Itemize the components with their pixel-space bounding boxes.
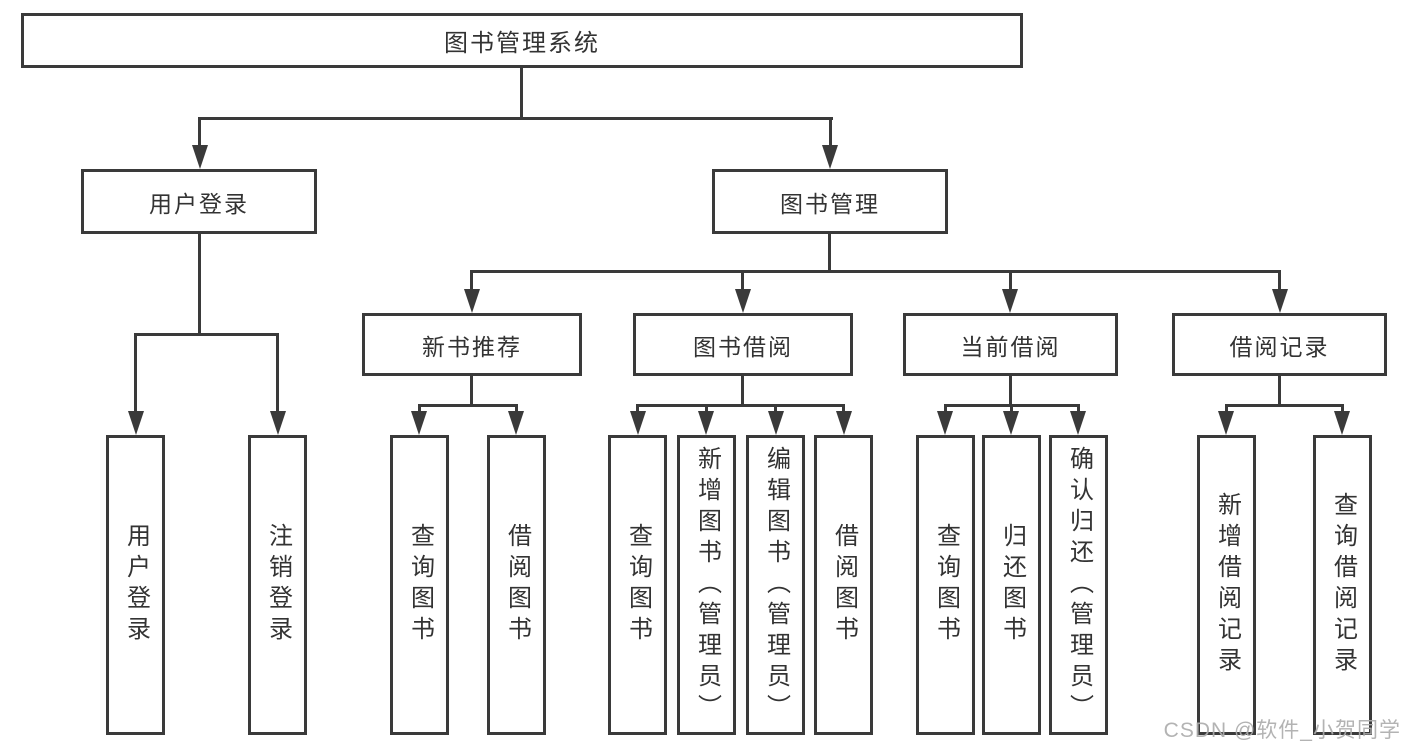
connector-line — [1077, 404, 1080, 413]
arrow-down-icon — [630, 411, 646, 435]
node-book-borrow: 图书借阅 — [633, 313, 853, 376]
arrow-down-icon — [1218, 411, 1234, 435]
connector-line — [134, 333, 137, 413]
leaf-edit-book-admin: 编辑图书（管理员） — [746, 435, 805, 735]
arrow-down-icon — [735, 289, 751, 313]
connector-line — [636, 404, 845, 407]
leaf-query-borrow-record: 查询借阅记录 — [1313, 435, 1372, 735]
connector-line — [1225, 404, 1228, 413]
arrow-down-icon — [1002, 289, 1018, 313]
leaf-borrow-books: 借阅图书 — [814, 435, 873, 735]
connector-line — [1009, 376, 1012, 407]
connector-line — [842, 404, 845, 413]
connector-line — [198, 234, 201, 336]
leaf-query-books-borrow: 查询图书 — [608, 435, 667, 735]
arrow-down-icon — [768, 411, 784, 435]
arrow-down-icon — [1334, 411, 1350, 435]
leaf-add-book-admin: 新增图书（管理员） — [677, 435, 736, 735]
connector-line — [470, 270, 473, 290]
connector-line — [1225, 404, 1344, 407]
arrow-down-icon — [698, 411, 714, 435]
connector-line — [515, 404, 518, 413]
leaf-logout: 注销登录 — [248, 435, 307, 735]
leaf-query-books-recommend: 查询图书 — [390, 435, 449, 735]
connector-line — [198, 117, 833, 120]
leaf-borrow-books-recommend: 借阅图书 — [487, 435, 546, 735]
node-library-system: 图书管理系统 — [21, 13, 1023, 68]
arrow-down-icon — [937, 411, 953, 435]
node-current-borrow: 当前借阅 — [903, 313, 1118, 376]
connector-line — [1009, 270, 1012, 290]
arrow-down-icon — [1003, 411, 1019, 435]
node-book-management: 图书管理 — [712, 169, 948, 234]
arrow-down-icon — [822, 145, 838, 169]
node-borrow-records: 借阅记录 — [1172, 313, 1387, 376]
arrow-down-icon — [836, 411, 852, 435]
connector-line — [828, 234, 831, 273]
connector-line — [1341, 404, 1344, 413]
arrow-down-icon — [270, 411, 286, 435]
connector-line — [741, 270, 744, 290]
node-user-login-module: 用户登录 — [81, 169, 317, 234]
arrow-down-icon — [192, 145, 208, 169]
connector-line — [276, 333, 279, 413]
connector-line — [470, 270, 1281, 273]
connector-line — [520, 68, 523, 119]
connector-line — [829, 117, 832, 148]
connector-line — [198, 117, 201, 148]
arrow-down-icon — [508, 411, 524, 435]
connector-line — [470, 376, 473, 407]
leaf-query-books-current: 查询图书 — [916, 435, 975, 735]
connector-line — [705, 404, 708, 413]
csdn-watermark: CSDN @软件_小贺同学 — [1163, 719, 1401, 742]
arrow-down-icon — [128, 411, 144, 435]
arrow-down-icon — [464, 289, 480, 313]
connector-line — [1278, 376, 1281, 407]
leaf-add-borrow-record: 新增借阅记录 — [1197, 435, 1256, 735]
connector-line — [418, 404, 518, 407]
connector-line — [741, 376, 744, 407]
leaf-user-login: 用户登录 — [106, 435, 165, 735]
connector-line — [944, 404, 947, 413]
connector-line — [418, 404, 421, 413]
leaf-confirm-return-admin: 确认归还（管理员） — [1049, 435, 1108, 735]
connector-line — [774, 404, 777, 413]
connector-line — [636, 404, 639, 413]
connector-line — [1010, 404, 1013, 413]
arrow-down-icon — [1272, 289, 1288, 313]
arrow-down-icon — [1070, 411, 1086, 435]
arrow-down-icon — [411, 411, 427, 435]
connector-line — [134, 333, 279, 336]
node-new-book-recommend: 新书推荐 — [362, 313, 582, 376]
connector-line — [1278, 270, 1281, 290]
leaf-return-book: 归还图书 — [982, 435, 1041, 735]
